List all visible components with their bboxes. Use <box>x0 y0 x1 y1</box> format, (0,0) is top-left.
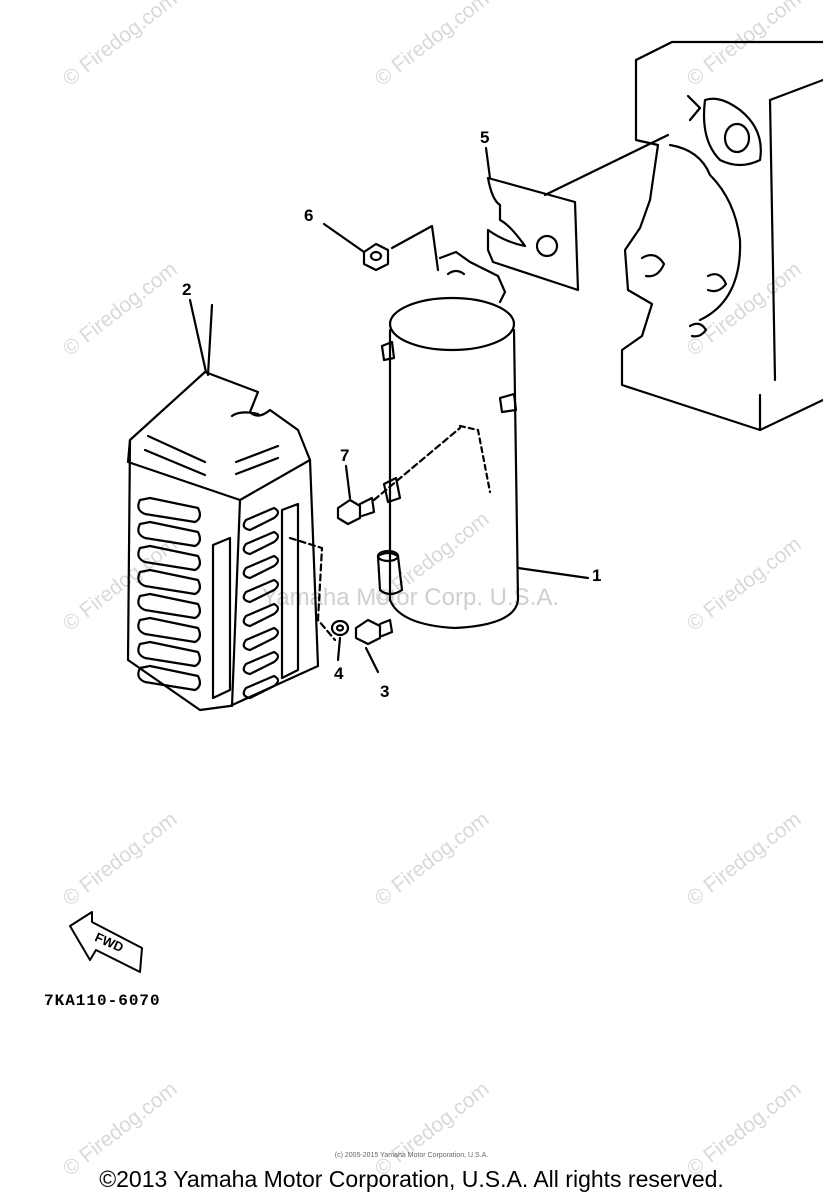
bolt-part-3 <box>336 618 394 674</box>
muffler-part-1 <box>376 250 590 630</box>
copyright-footer: ©2013 Yamaha Motor Corporation, U.S.A. A… <box>99 1166 724 1192</box>
callout-5: 5 <box>480 128 490 147</box>
small-copyright-note: (c) 2005-2015 Yamaha Motor Corporation, … <box>334 1152 489 1159</box>
callout-7: 7 <box>340 446 350 465</box>
callout-6: 6 <box>304 206 314 225</box>
fwd-arrow-icon <box>69 911 143 973</box>
washer-part-4 <box>330 619 350 637</box>
cover-part-2 <box>126 303 337 712</box>
callout-2: 2 <box>182 280 192 299</box>
callout-3: 3 <box>380 682 390 701</box>
nut-part-6 <box>362 224 440 272</box>
gasket-part-5 <box>486 133 670 292</box>
center-watermark: Yamaha Motor Corp. U.S.A. <box>262 584 559 611</box>
callout-1: 1 <box>592 566 602 585</box>
bolt-part-7 <box>336 426 462 526</box>
callout-4: 4 <box>334 664 344 683</box>
engine-block-outline <box>620 40 823 432</box>
part-code: 7KA110-6070 <box>44 992 161 1010</box>
